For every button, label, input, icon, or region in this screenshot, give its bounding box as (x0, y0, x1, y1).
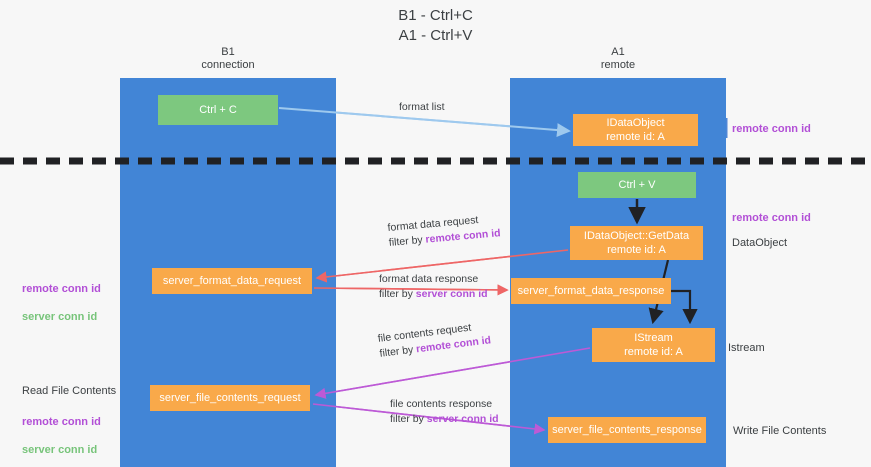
column-header-a1: A1 remote (600, 46, 636, 71)
edge-label-fdresp-prefix: filter by (379, 288, 416, 300)
edge-label-fcresp-prefix: filter by (390, 413, 427, 425)
label-write-file-contents: Write File Contents (733, 425, 827, 437)
edge-label-fdresp-highlight: server conn id (415, 288, 488, 300)
column-header-b1: B1 connection (201, 46, 255, 71)
edge-label-fdreq-prefix: filter by (388, 233, 427, 249)
edge-label-format-list: format list (399, 101, 445, 113)
edge-label-fcresp-line2: filter by server conn id (390, 412, 499, 427)
box-server-format-data-response[interactable]: server_format_data_response (511, 278, 671, 304)
box-server-file-contents-response[interactable]: server_file_contents_response (548, 417, 706, 443)
box-ctrl-c[interactable]: Ctrl + C (158, 95, 278, 125)
page-title: B1 - Ctrl+C A1 - Ctrl+V (398, 7, 473, 44)
box-idataobject-getdata[interactable]: IDataObject::GetData remote id: A (570, 226, 703, 260)
box-server-file-contents-request[interactable]: server_file_contents_request (150, 385, 310, 411)
box-idataobject[interactable]: IDataObject remote id: A (573, 114, 698, 146)
edge-label-format-data-response: format data response filter by server co… (379, 272, 488, 302)
label-dataobject: DataObject (732, 237, 788, 249)
label-left-remote-conn-id-2: remote conn id (22, 416, 101, 428)
edge-label-fdresp-line2: filter by server conn id (379, 287, 488, 302)
label-left-conn-ids-bottom: remote conn id server conn id (22, 401, 101, 457)
label-left-server-conn-id: server conn id (22, 311, 98, 323)
label-remote-conn-id-mid: remote conn id (732, 212, 811, 224)
label-left-conn-ids-top: remote conn id server conn id (22, 268, 101, 324)
label-remote-conn-id-top: remote conn id (732, 123, 811, 135)
label-left-remote-conn-id: remote conn id (22, 283, 101, 295)
box-ctrl-v[interactable]: Ctrl + V (578, 172, 696, 198)
edge-label-fcresp-highlight: server conn id (426, 413, 499, 425)
label-left-server-conn-id-2: server conn id (22, 444, 98, 456)
edge-label-fdresp-line1: format data response (379, 273, 479, 285)
box-istream[interactable]: IStream remote id: A (592, 328, 715, 362)
edge-label-file-contents-response: file contents response filter by server … (390, 397, 499, 427)
edge-label-fcreq-prefix: filter by (378, 343, 417, 360)
edge-label-fcresp-line1: file contents response (390, 398, 493, 410)
label-istream: Istream (728, 342, 765, 354)
box-server-format-data-request[interactable]: server_format_data_request (152, 268, 312, 294)
label-read-file-contents: Read File Contents (22, 385, 117, 397)
